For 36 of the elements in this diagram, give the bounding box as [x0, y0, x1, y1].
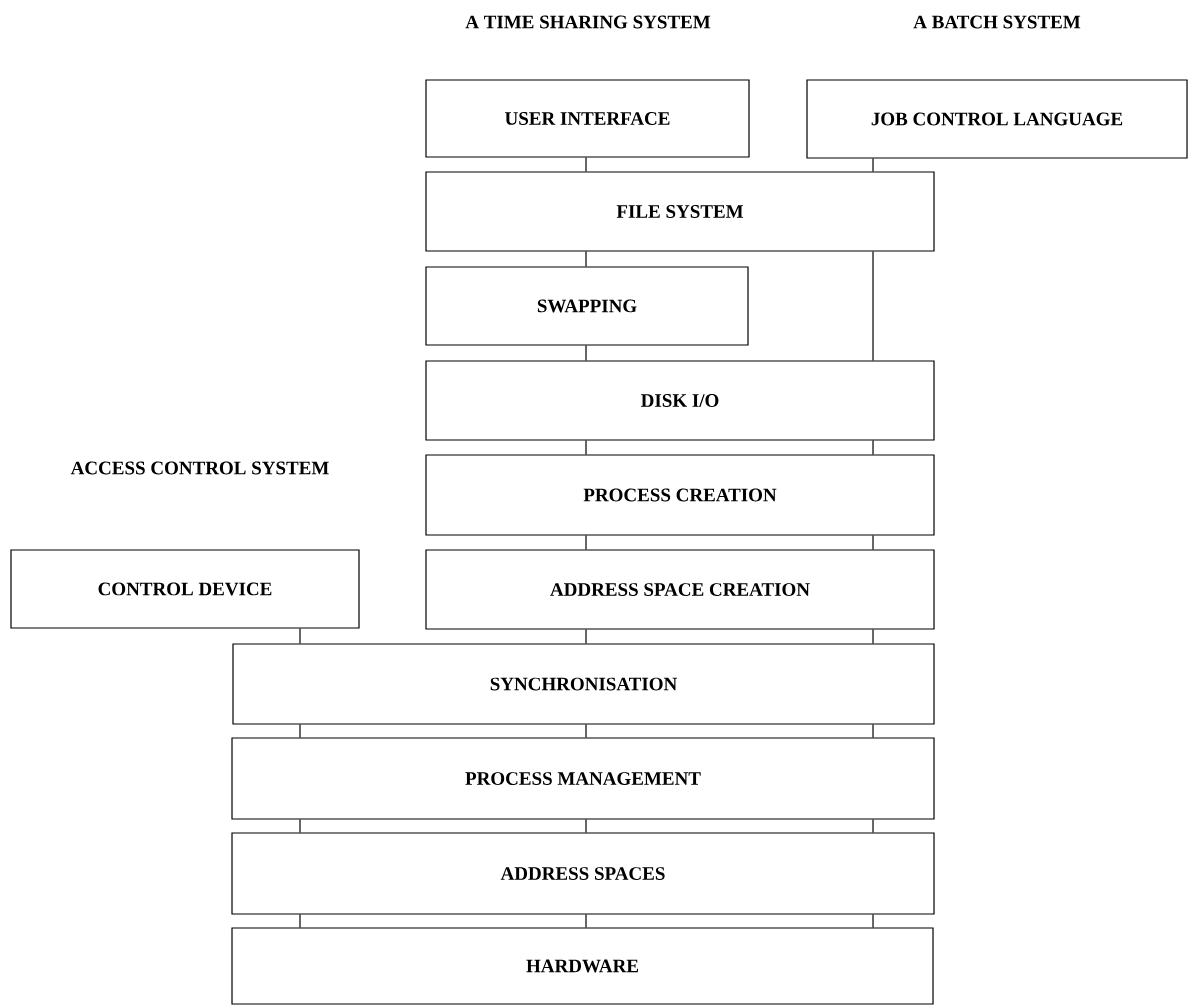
system-heading: A TIME SHARING SYSTEM: [465, 15, 711, 29]
layer-box: PROCESS CREATION: [425, 454, 935, 536]
connector-line: [872, 440, 874, 455]
layer-box: ADDRESS SPACE CREATION: [425, 549, 935, 630]
connector-line: [585, 629, 587, 644]
connector-line: [585, 819, 587, 833]
connector-line: [585, 914, 587, 928]
connector-line: [872, 251, 874, 361]
connector-line: [872, 629, 874, 644]
connector-line: [585, 251, 587, 267]
layer-box: ADDRESS SPACES: [231, 832, 935, 915]
connector-line: [585, 157, 587, 172]
layer-box: SYNCHRONISATION: [232, 643, 935, 725]
connector-line: [585, 345, 587, 361]
connector-line: [585, 440, 587, 455]
connector-line: [872, 535, 874, 550]
system-heading: A BATCH SYSTEM: [913, 15, 1081, 29]
connector-line: [299, 628, 301, 644]
connector-line: [872, 914, 874, 928]
layer-box: HARDWARE: [231, 927, 934, 1005]
connector-line: [299, 724, 301, 738]
connector-line: [585, 535, 587, 550]
system-heading: ACCESS CONTROL SYSTEM: [70, 461, 329, 475]
layer-box: USER INTERFACE: [425, 79, 750, 158]
connector-line: [299, 819, 301, 833]
connector-line: [872, 158, 874, 172]
connector-line: [872, 724, 874, 738]
connector-line: [872, 819, 874, 833]
layer-box: SWAPPING: [425, 266, 749, 346]
layer-box: JOB CONTROL LANGUAGE: [806, 79, 1188, 159]
connector-line: [299, 914, 301, 928]
layer-box: FILE SYSTEM: [425, 171, 935, 252]
layer-box: DISK I/O: [425, 360, 935, 441]
layer-box: CONTROL DEVICE: [10, 549, 360, 629]
connector-line: [585, 724, 587, 738]
layer-box: PROCESS MANAGEMENT: [231, 737, 935, 820]
